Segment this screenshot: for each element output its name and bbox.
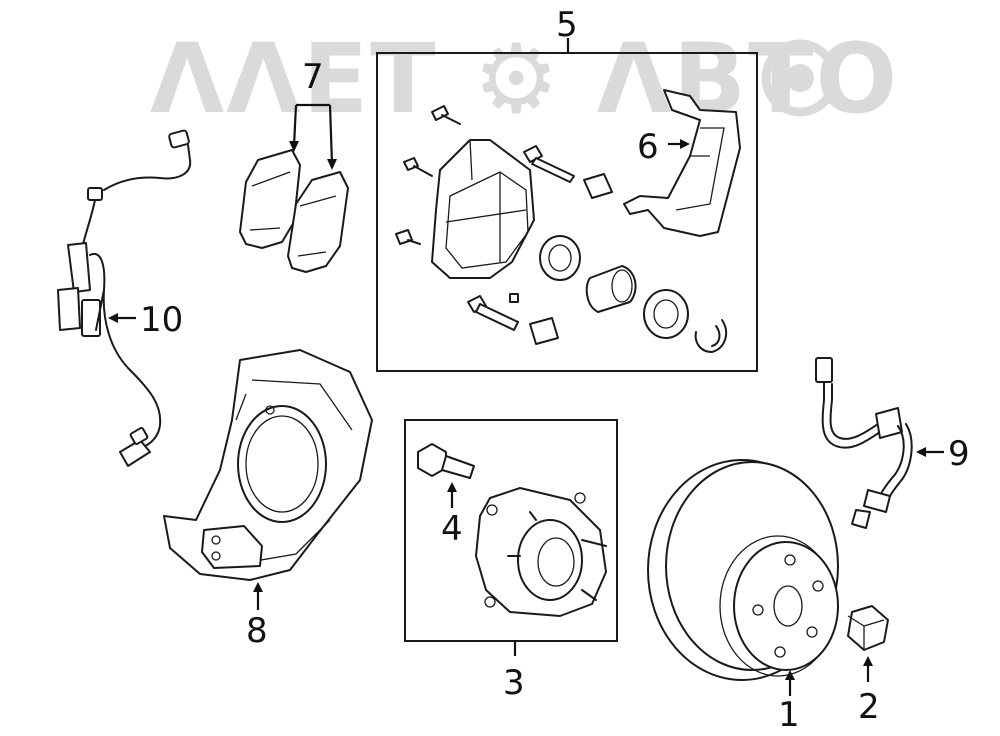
callout-8: 8 <box>246 611 268 651</box>
callout-3: 3 <box>503 663 525 703</box>
watermark-text: ΛΛΕΤ ⚙ ΛΒΤΟ <box>150 23 899 135</box>
part-5-caliper-kit <box>376 38 758 372</box>
callout-6: 6 <box>637 127 659 167</box>
hub-kit-frame <box>404 419 618 642</box>
callout-5: 5 <box>556 5 578 45</box>
callout-7: 7 <box>302 57 324 97</box>
part-9-brake-hose <box>815 357 944 529</box>
watermark: ΛΛΕΤ ⚙ ΛΒΤΟ <box>150 23 899 135</box>
part-2-lug-nut <box>847 605 889 682</box>
part-8-dust-shield <box>163 349 373 610</box>
callout-4: 4 <box>441 509 463 549</box>
callout-10: 10 <box>140 300 183 340</box>
callout-2: 2 <box>858 687 880 727</box>
watermark-gear-icon <box>761 39 839 117</box>
callout-1: 1 <box>778 695 800 735</box>
part-3-hub-assembly <box>404 419 618 656</box>
part-4-hub-bolt <box>417 443 475 508</box>
callout-9: 9 <box>948 434 970 474</box>
part-6-caliper-bracket <box>623 89 741 237</box>
part-7-brake-pads <box>239 103 349 273</box>
part-1-brake-disc <box>647 459 839 696</box>
part-10-abs-sensor <box>57 129 192 467</box>
